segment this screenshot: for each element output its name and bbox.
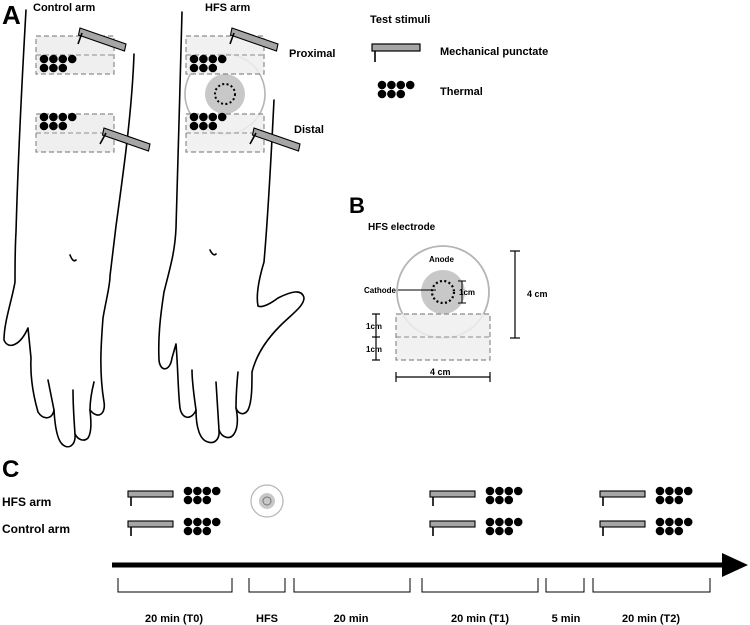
control-distal-thermal-stimuli [39,112,77,131]
control-proximal-thermal-stimuli [39,54,77,73]
proximal-label: Proximal [289,48,335,60]
panel-b-letter: B [349,193,365,218]
timeline-thermal-stimuli-hfs-1 [485,486,523,505]
legend-thermal-dots-icon [377,80,415,99]
hfs-proximal-thermal-stimuli [189,54,227,73]
electrode-height-label: 4 cm [527,289,548,299]
legend-mechanical-label: Mechanical punctate [440,46,548,58]
distal-label: Distal [294,124,324,136]
zone-upper-label: 1cm [366,322,382,331]
timeline-mechanical-probe-hfs-1 [429,490,476,506]
cathode-diameter-bracket [458,280,466,304]
legend-thermal-label: Thermal [440,86,483,98]
electrode-width-bracket [395,372,491,382]
timeline-thermal-stimuli-control-2 [655,517,693,536]
panel-a-letter: A [2,0,21,30]
timeline-mechanical-probe-control-0 [127,520,174,536]
timeline-bracket-2 [293,578,411,593]
control-arm-outline [3,9,135,448]
electrode-height-bracket [510,250,520,339]
hfs-arm-outline [157,11,305,444]
hfs-distal-probe [249,127,301,152]
timeline-mechanical-probe-hfs-2 [599,490,646,506]
timeline-mechanical-probe-control-1 [429,520,476,536]
hfs-arm-label: HFS arm [205,2,250,14]
timeline-bracket-1 [248,578,286,593]
zone-lower-label: 1cm [366,345,382,354]
legend-title: Test stimuli [370,14,430,26]
electrode-title: HFS electrode [368,222,436,233]
electrode-width-label: 4 cm [430,367,451,377]
timeline-stimuli [127,486,693,536]
timeline-hfs-electrode-icon [250,484,284,518]
timeline-mechanical-probe-hfs-0 [127,490,174,506]
timeline-thermal-stimuli-control-1 [485,517,523,536]
hfs-arm-electrode-pins [214,83,236,105]
anode-label: Anode [429,255,454,264]
electrode-test-zone [395,313,491,361]
hfs-arm-electrode-cathode [205,74,245,114]
zone-height-bracket [372,313,380,361]
cathode-label: Cathode [364,286,397,295]
control-proximal-probe [77,27,127,52]
segment-label-hfs: HFS [256,613,278,625]
timeline-brackets [117,578,711,593]
cathode-diameter-label: 1cm [459,288,475,297]
timeline-mechanical-probe-control-2 [599,520,646,536]
segment-label-t2: 20 min (T2) [622,613,680,625]
timeline-bracket-4 [545,578,585,593]
timeline-bracket-5 [592,578,711,593]
segment-label-t0: 20 min (T0) [145,613,203,625]
panel-c-letter: C [2,456,19,483]
hfs-proximal-probe [229,27,279,52]
timeline-arrow [112,553,748,577]
segment-label-break: 5 min [552,613,581,625]
row-label-control-arm: Control arm [2,522,70,536]
segment-label-t1: 20 min (T1) [451,613,509,625]
electrode-pin-ring [430,279,456,305]
control-distal-probe [99,127,151,152]
timeline-bracket-3 [421,578,539,593]
control-arm-label: Control arm [33,2,96,14]
timeline-thermal-stimuli-hfs-2 [655,486,693,505]
legend-mechanical-probe-icon [371,43,421,62]
timeline-bracket-0 [117,578,233,593]
segment-label-wait: 20 min [334,613,369,625]
hfs-distal-thermal-stimuli [189,112,227,131]
timeline-thermal-stimuli-control-0 [183,517,221,536]
timeline-thermal-stimuli-hfs-0 [183,486,221,505]
electrode-cathode [421,270,465,314]
row-label-hfs-arm: HFS arm [2,495,51,509]
